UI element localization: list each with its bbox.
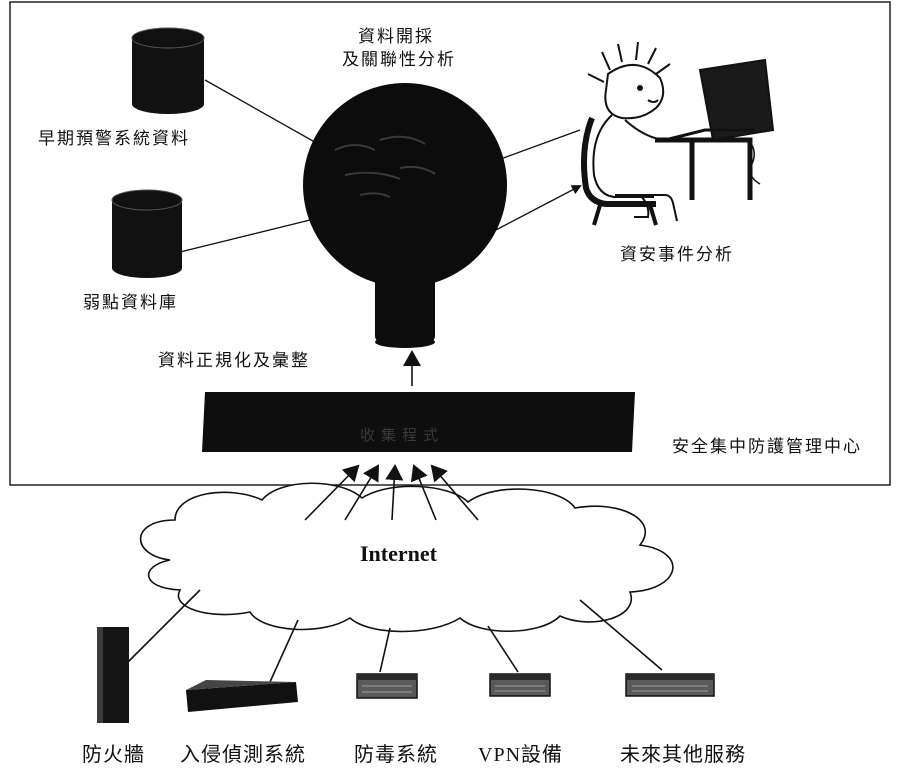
early-warning-connector [204,79,321,146]
future-service-device-icon [625,673,715,697]
internet-cloud [139,482,674,633]
analyst-arrow [491,185,582,233]
antivirus-label: 防毒系統 [354,742,438,766]
vulnerability-connector [179,219,311,253]
antivirus-device-icon [356,673,418,699]
vpn-label: VPN設備 [478,744,564,766]
collector-program-box [202,392,635,452]
internet-label: Internet [360,541,437,566]
future-services-label: 未來其他服務 [620,742,746,766]
normalize-label: 資料正規化及彙整 [158,351,310,371]
database-icon-vulnerability [111,189,183,278]
vpn-device-icon [489,673,551,697]
early-warning-label: 早期預警系統資料 [38,129,190,149]
collector-input-arrows [304,464,479,521]
management-center-label: 安全集中防護管理中心 [672,437,862,457]
analyst-person-icon [581,41,775,226]
collector-label: 收集程式 [360,426,445,444]
firewall-device-icon [97,627,129,723]
data-mining-sphere [303,83,507,348]
database-icon-early-warning [131,27,205,114]
analyst-label: 資安事件分析 [620,245,734,265]
device-connectors [127,589,663,683]
mining-title-line1: 資料開採 [358,27,434,47]
analyst-connector [497,129,581,161]
ids-device-icon [186,680,298,712]
vulnerability-db-label: 弱點資料庫 [83,293,178,313]
firewall-label: 防火牆 [82,742,145,766]
management-center-frame [9,1,891,486]
ids-label: 入侵偵測系統 [180,742,306,766]
mining-title-line2: 及關聯性分析 [342,50,456,70]
